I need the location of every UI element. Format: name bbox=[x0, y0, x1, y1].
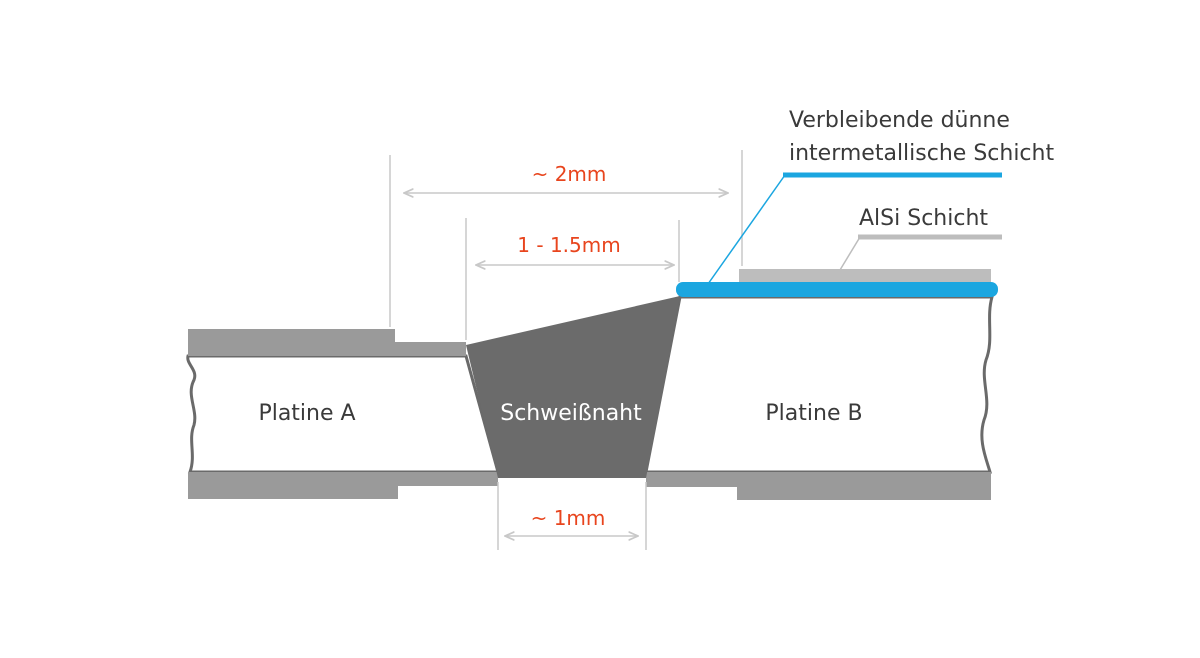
callout-leader-intermetallic-diagonal bbox=[707, 174, 786, 285]
label-platine-b: Platine B bbox=[765, 401, 862, 426]
label-callout-intermetallic-line2: intermetallische Schicht bbox=[789, 141, 1054, 166]
label-platine-a: Platine A bbox=[258, 401, 355, 426]
callout-leader-alsi-diagonal bbox=[839, 236, 861, 271]
label-schweissnaht: Schweißnaht bbox=[500, 401, 642, 426]
weld-seam bbox=[466, 296, 680, 478]
label-callout-alsi: AlSi Schicht bbox=[859, 206, 988, 231]
label-dimension-top: ~ 2mm bbox=[532, 162, 607, 186]
platine-b-body bbox=[644, 295, 994, 474]
label-dimension-mid: 1 - 1.5mm bbox=[517, 233, 620, 257]
platine-a-top-coating bbox=[188, 329, 466, 356]
label-dimension-bottom: ~ 1mm bbox=[531, 506, 606, 530]
platine-a-bottom-coating bbox=[188, 472, 498, 499]
label-callout-intermetallic-line1: Verbleibende dünne bbox=[789, 108, 1010, 133]
platine-a-body bbox=[186, 354, 500, 474]
intermetallic-layer bbox=[676, 282, 998, 297]
platine-b-bottom-coating bbox=[646, 472, 991, 500]
alsi-layer bbox=[739, 269, 991, 283]
